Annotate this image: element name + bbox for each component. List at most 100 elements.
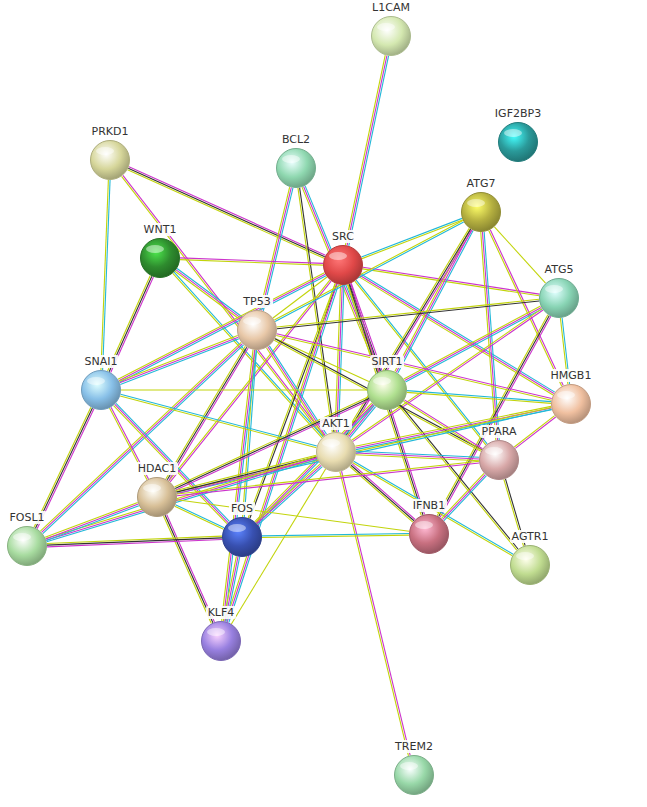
node-sphere xyxy=(366,369,408,411)
evidence-line xyxy=(40,342,241,531)
protein-label: HMGB1 xyxy=(549,369,594,382)
node-circle xyxy=(324,246,363,285)
protein-node: TREM2 xyxy=(393,740,435,796)
evidence-line xyxy=(43,345,244,534)
node-sphere xyxy=(315,431,357,473)
evidence-line xyxy=(262,535,409,537)
protein-node: BCL2 xyxy=(275,133,317,189)
evidence-line xyxy=(120,337,239,383)
evidence-line xyxy=(36,408,93,528)
node-highlight xyxy=(282,155,300,163)
protein-label: ATG5 xyxy=(543,263,576,276)
interaction-edge xyxy=(122,175,325,436)
evidence-line xyxy=(180,260,323,265)
node-circle xyxy=(368,371,407,410)
evidence-line xyxy=(176,455,316,490)
node-sphere xyxy=(89,139,131,181)
interaction-edge xyxy=(177,500,409,532)
evidence-line xyxy=(34,407,91,527)
evidence-line xyxy=(164,516,212,623)
evidence-line xyxy=(444,476,487,521)
protein-label: SIRT1 xyxy=(370,355,405,368)
protein-label: TP53 xyxy=(241,295,272,308)
evidence-line xyxy=(274,221,463,320)
evidence-line xyxy=(121,389,367,390)
protein-node: FOSL1 xyxy=(6,511,48,567)
interaction-edge xyxy=(407,391,551,404)
protein-label: PPARA xyxy=(480,425,519,438)
evidence-line xyxy=(46,458,317,540)
evidence-line xyxy=(350,407,376,438)
evidence-line xyxy=(177,409,552,493)
interaction-edge xyxy=(274,339,482,452)
protein-node: AKT1 xyxy=(315,417,357,473)
evidence-line xyxy=(101,180,108,370)
evidence-line xyxy=(515,417,555,448)
evidence-line xyxy=(177,269,242,317)
node-highlight xyxy=(485,447,503,455)
evidence-line xyxy=(268,347,325,435)
evidence-line xyxy=(176,270,241,318)
node-highlight xyxy=(96,147,114,155)
evidence-line xyxy=(175,505,224,528)
node-circle xyxy=(410,515,449,554)
interaction-edge xyxy=(45,502,139,540)
interaction-edge xyxy=(175,269,242,320)
node-circle xyxy=(499,123,538,162)
evidence-line xyxy=(123,175,325,435)
protein-label: SNAI1 xyxy=(83,355,120,368)
evidence-line xyxy=(103,180,110,370)
evidence-line xyxy=(120,276,326,383)
interaction-edge xyxy=(46,456,318,542)
interaction-edge xyxy=(437,315,551,518)
protein-label: FOS xyxy=(229,502,255,515)
evidence-line xyxy=(223,350,254,621)
protein-label: IGF2BP3 xyxy=(493,107,543,120)
node-sphere xyxy=(460,191,502,233)
node-highlight xyxy=(467,199,485,207)
evidence-line xyxy=(167,347,246,480)
evidence-line xyxy=(437,315,548,516)
node-highlight xyxy=(322,439,340,447)
node-circle xyxy=(138,478,177,517)
node-highlight xyxy=(207,628,225,636)
node-circle xyxy=(277,149,316,188)
interaction-edge xyxy=(120,394,317,447)
node-circle xyxy=(8,527,47,566)
node-circle xyxy=(511,546,550,585)
evidence-line xyxy=(407,391,551,402)
evidence-line xyxy=(169,348,248,481)
protein-node: ATG7 xyxy=(460,177,502,233)
evidence-line xyxy=(277,334,552,399)
protein-label: WNT1 xyxy=(142,223,179,236)
interaction-edge xyxy=(180,258,323,265)
interaction-edge xyxy=(260,187,293,311)
protein-label: HDAC1 xyxy=(136,462,179,475)
interaction-edge xyxy=(255,403,374,524)
evidence-line xyxy=(114,406,227,524)
interaction-edge xyxy=(514,416,555,449)
protein-label: PRKD1 xyxy=(90,125,131,138)
interaction-edge xyxy=(277,299,539,328)
evidence-line xyxy=(440,316,551,517)
protein-label: AKT1 xyxy=(320,417,352,430)
evidence-line xyxy=(47,540,222,547)
evidence-line xyxy=(355,406,551,446)
interaction-edge xyxy=(345,55,388,246)
evidence-line xyxy=(177,500,409,532)
evidence-line xyxy=(345,55,385,245)
node-sphere xyxy=(370,15,412,57)
node-circle xyxy=(223,518,262,557)
node-sphere xyxy=(221,516,263,558)
protein-label: AGTR1 xyxy=(510,530,551,543)
interaction-edge xyxy=(442,473,487,520)
node-sphere xyxy=(538,277,580,319)
evidence-line xyxy=(45,502,138,537)
node-circle xyxy=(238,311,277,350)
protein-label: TREM2 xyxy=(393,740,435,753)
evidence-line xyxy=(349,56,389,246)
evidence-line xyxy=(260,187,290,310)
evidence-line xyxy=(443,475,486,520)
evidence-line xyxy=(439,316,550,517)
